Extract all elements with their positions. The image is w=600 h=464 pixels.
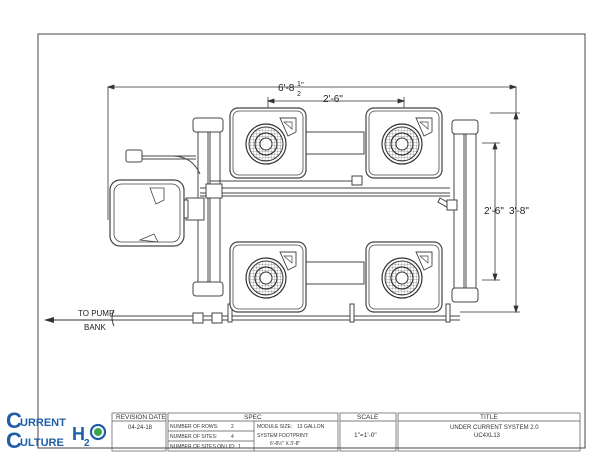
logo-o-ring (89, 423, 107, 441)
scale-header: SCALE (357, 414, 379, 421)
revision-date-header: REVISION DATE (116, 414, 166, 421)
spec-rows-label: NUMBER OF ROWS: (170, 424, 218, 430)
site-spacing-h-label: 2'-6" (323, 94, 343, 105)
spec-sites-value: 4 (231, 434, 234, 440)
spec-sites-label: NUMBER OF SITES: (170, 434, 217, 440)
overall-depth-label: 3'-8" (509, 206, 529, 217)
logo-c-top: C (6, 408, 22, 433)
overall-width-fraction-num: 1 (297, 81, 301, 88)
drawing-border (37, 33, 586, 449)
grow-module-bottom-right (365, 241, 443, 313)
title-line2: UC4XL13 (474, 433, 501, 439)
module-size-label: MODULE SIZE: (257, 424, 292, 430)
current-culture-h2o-logo: C URRENT C ULTURE H 2 (6, 408, 107, 453)
spec-sites-lid-value: 1 (238, 444, 241, 450)
plumbing (110, 117, 479, 327)
to-pump-label-line1: TO PUMP (78, 309, 114, 318)
scale-value: 1"=1'-0" (354, 432, 377, 439)
overall-width-inch-mark: " (301, 81, 304, 90)
logo-globe-icon (94, 428, 102, 436)
site-spacing-v-label: 2'-6" (484, 206, 504, 217)
title-header: TITLE (480, 414, 498, 421)
spec-sites-lid-label: NUMBER OF SITES ON LID: (170, 444, 235, 450)
logo-word2: ULTURE (20, 437, 64, 449)
overall-depth-dimension (460, 111, 520, 314)
overall-width-fraction-den: 2 (297, 91, 301, 98)
revision-date-value: 04-24-18 (128, 425, 153, 431)
control-bucket (109, 179, 185, 247)
overall-width-dimension (106, 84, 518, 220)
footprint-value: 6'-8½" X 3'-8" (270, 440, 300, 447)
site-spacing-h-dimension (266, 97, 406, 110)
grow-module-bottom-left (229, 241, 307, 313)
logo-word1: URRENT (20, 417, 66, 429)
title-block (111, 412, 581, 452)
logo-h: H (72, 424, 85, 444)
to-pump-label-line2: BANK (84, 323, 106, 332)
logo-2: 2 (84, 438, 90, 449)
spec-rows-value: 2 (231, 424, 234, 430)
logo-c-bottom: C (6, 428, 22, 453)
spec-header: SPEC (244, 414, 262, 421)
site-spacing-v-dimension (482, 141, 500, 282)
title-line1: UNDER CURRENT SYSTEM 2.0 (450, 425, 539, 431)
grow-module-top-right (365, 107, 443, 179)
footprint-label: SYSTEM FOOTPRINT: (257, 433, 309, 439)
to-pump-arrow (44, 317, 114, 323)
overall-width-label: 6'-8 (278, 83, 295, 94)
grow-module-top-left (229, 107, 307, 179)
module-size-value: 13 GALLON (297, 424, 325, 430)
